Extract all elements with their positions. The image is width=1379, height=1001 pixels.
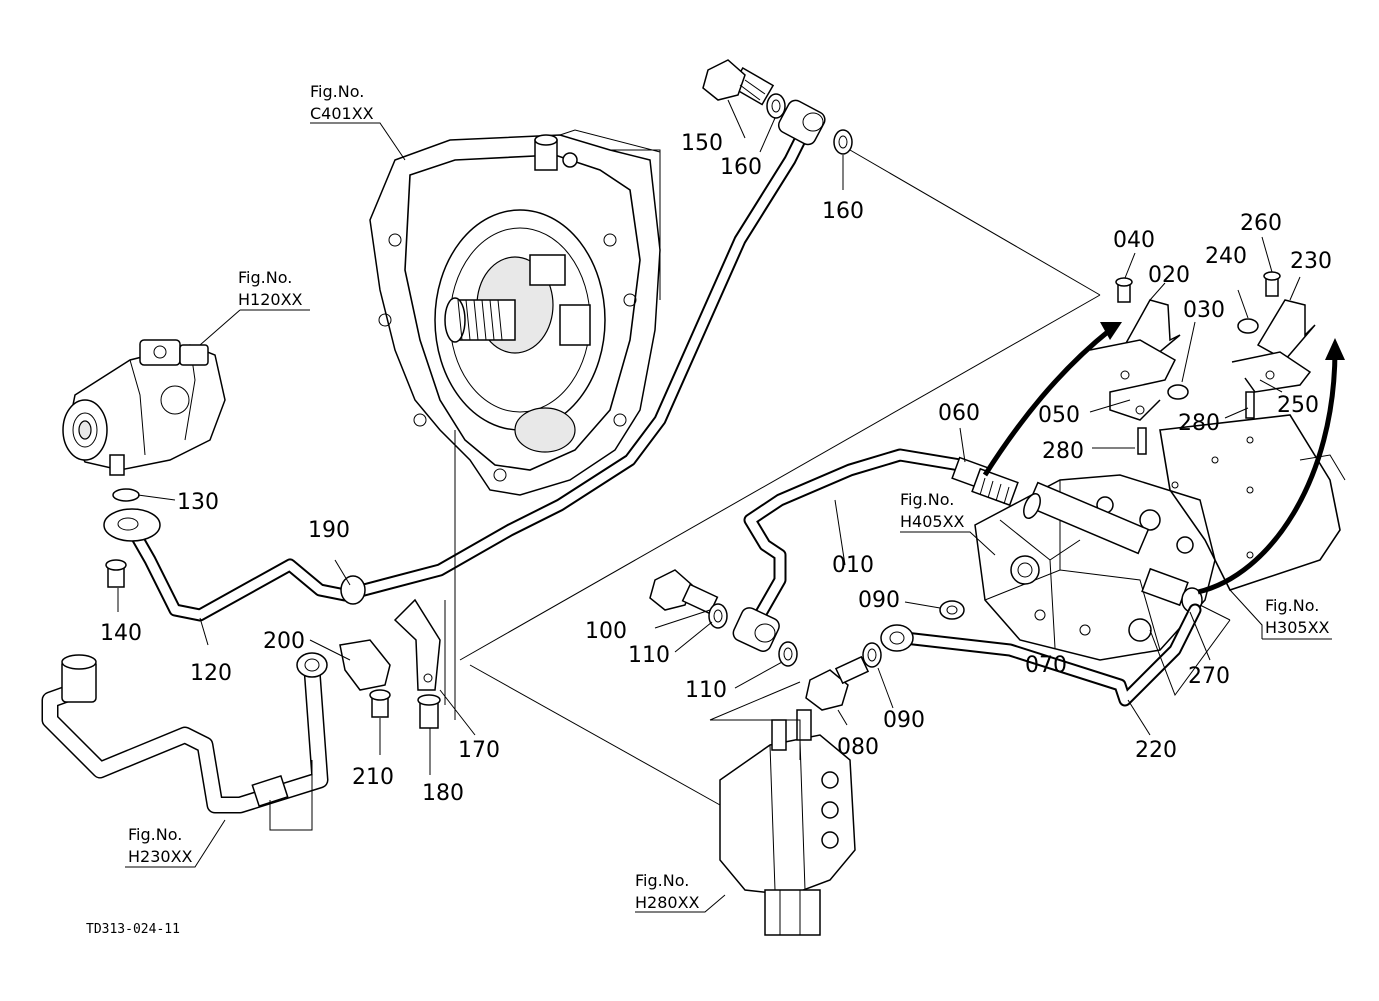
plate-250: [1231, 351, 1312, 393]
fitting-060: [971, 467, 1019, 507]
transmission-housing: [369, 129, 661, 496]
washer-090-b: [862, 642, 882, 668]
fig-ref-h305-code: H305XX: [1265, 618, 1330, 637]
label-210[interactable]: 210: [352, 765, 394, 790]
fig-ref-h305[interactable]: Fig.No. H305XX: [1265, 596, 1330, 637]
assembly-arrow-right: [1197, 338, 1345, 595]
fig-ref-h280-code: H280XX: [635, 893, 700, 912]
clamp-200: [339, 639, 391, 691]
label-090-a[interactable]: 090: [858, 588, 900, 613]
label-110-a[interactable]: 110: [628, 643, 670, 668]
label-030[interactable]: 030: [1183, 298, 1225, 323]
washer-110-a: [708, 603, 728, 629]
control-valve: [719, 709, 856, 936]
bracket-170: [393, 598, 441, 691]
label-060[interactable]: 060: [938, 401, 980, 426]
fig-ref-h230-prefix: Fig.No.: [128, 825, 182, 844]
label-040[interactable]: 040: [1113, 228, 1155, 253]
fig-ref-h280-prefix: Fig.No.: [635, 871, 689, 890]
label-170[interactable]: 170: [458, 738, 500, 763]
label-250[interactable]: 250: [1277, 393, 1319, 418]
bolt-180: [417, 694, 441, 729]
label-070[interactable]: 070: [1025, 653, 1067, 678]
banjo-bolt-100: [649, 569, 719, 615]
valve-body: [974, 474, 1216, 661]
ghost-pipe-h230: [41, 652, 329, 814]
fig-ref-h280[interactable]: Fig.No. H280XX: [635, 871, 700, 912]
hydraulic-pump: [62, 339, 226, 476]
leader-lines: [117, 99, 1332, 913]
label-260[interactable]: 260: [1240, 211, 1282, 236]
figure-references: Fig.No. C401XX Fig.No. H120XX Fig.No. H2…: [128, 82, 1330, 912]
washer-160-b: [833, 129, 853, 155]
o-ring-130: [112, 488, 140, 502]
label-240[interactable]: 240: [1205, 244, 1247, 269]
stud-280-b: [1245, 391, 1255, 419]
bolt-260: [1263, 271, 1281, 297]
label-140[interactable]: 140: [100, 621, 142, 646]
bolt-140: [105, 559, 127, 588]
label-160-b[interactable]: 160: [822, 199, 864, 224]
washer-110-b: [778, 641, 798, 667]
pipe-120: [103, 99, 826, 622]
stud-280-a: [1137, 427, 1147, 455]
nut-030: [1167, 384, 1189, 400]
label-130[interactable]: 130: [177, 490, 219, 515]
fig-ref-c401-code: C401XX: [310, 104, 374, 123]
label-120[interactable]: 120: [190, 661, 232, 686]
label-110-b[interactable]: 110: [685, 678, 727, 703]
label-270[interactable]: 270: [1188, 664, 1230, 689]
fig-ref-h405-code: H405XX: [900, 512, 965, 531]
plate-050: [1089, 339, 1176, 421]
label-020[interactable]: 020: [1148, 263, 1190, 288]
pipe-070: [1023, 481, 1150, 555]
label-050[interactable]: 050: [1038, 403, 1080, 428]
label-280-b[interactable]: 280: [1178, 411, 1220, 436]
bolt-210: [369, 689, 391, 718]
label-180[interactable]: 180: [422, 781, 464, 806]
label-150[interactable]: 150: [681, 131, 723, 156]
fig-ref-h120-code: H120XX: [238, 290, 303, 309]
fig-ref-c401-prefix: Fig.No.: [310, 82, 364, 101]
fig-ref-h230[interactable]: Fig.No. H230XX: [128, 825, 193, 866]
diagram-code: TD313-024-11: [86, 922, 180, 937]
nut-240: [1237, 318, 1259, 334]
label-160-a[interactable]: 160: [720, 155, 762, 180]
part-labels: 010 020 030 040 050 060 070 080 090 090 …: [100, 131, 1332, 806]
clamp-230: [1256, 299, 1316, 361]
label-200[interactable]: 200: [263, 629, 305, 654]
label-100[interactable]: 100: [585, 619, 627, 644]
fig-ref-h305-prefix: Fig.No.: [1265, 596, 1319, 615]
washer-160-a: [766, 93, 786, 119]
clamp-190: [340, 575, 366, 605]
fig-ref-h120[interactable]: Fig.No. H120XX: [238, 268, 303, 309]
fig-ref-h405[interactable]: Fig.No. H405XX: [900, 490, 965, 531]
pipe-220: [880, 603, 1202, 707]
label-010[interactable]: 010: [832, 553, 874, 578]
banjo-bolt-150: [702, 59, 775, 106]
bolt-040: [1115, 277, 1133, 303]
fig-ref-h120-prefix: Fig.No.: [238, 268, 292, 287]
label-080[interactable]: 080: [837, 735, 879, 760]
banjo-bolt-080: [805, 655, 870, 711]
frame-plate: [1159, 414, 1346, 591]
label-220[interactable]: 220: [1135, 738, 1177, 763]
fig-ref-h405-prefix: Fig.No.: [900, 490, 954, 509]
assembly-arrow-left: [982, 322, 1122, 477]
label-190[interactable]: 190: [308, 518, 350, 543]
fig-ref-h230-code: H230XX: [128, 847, 193, 866]
label-230[interactable]: 230: [1290, 249, 1332, 274]
label-090-b[interactable]: 090: [883, 708, 925, 733]
pipe-010: [732, 448, 989, 652]
label-280-a[interactable]: 280: [1042, 439, 1084, 464]
fig-ref-c401[interactable]: Fig.No. C401XX: [310, 82, 374, 123]
washer-090-a: [939, 600, 965, 620]
